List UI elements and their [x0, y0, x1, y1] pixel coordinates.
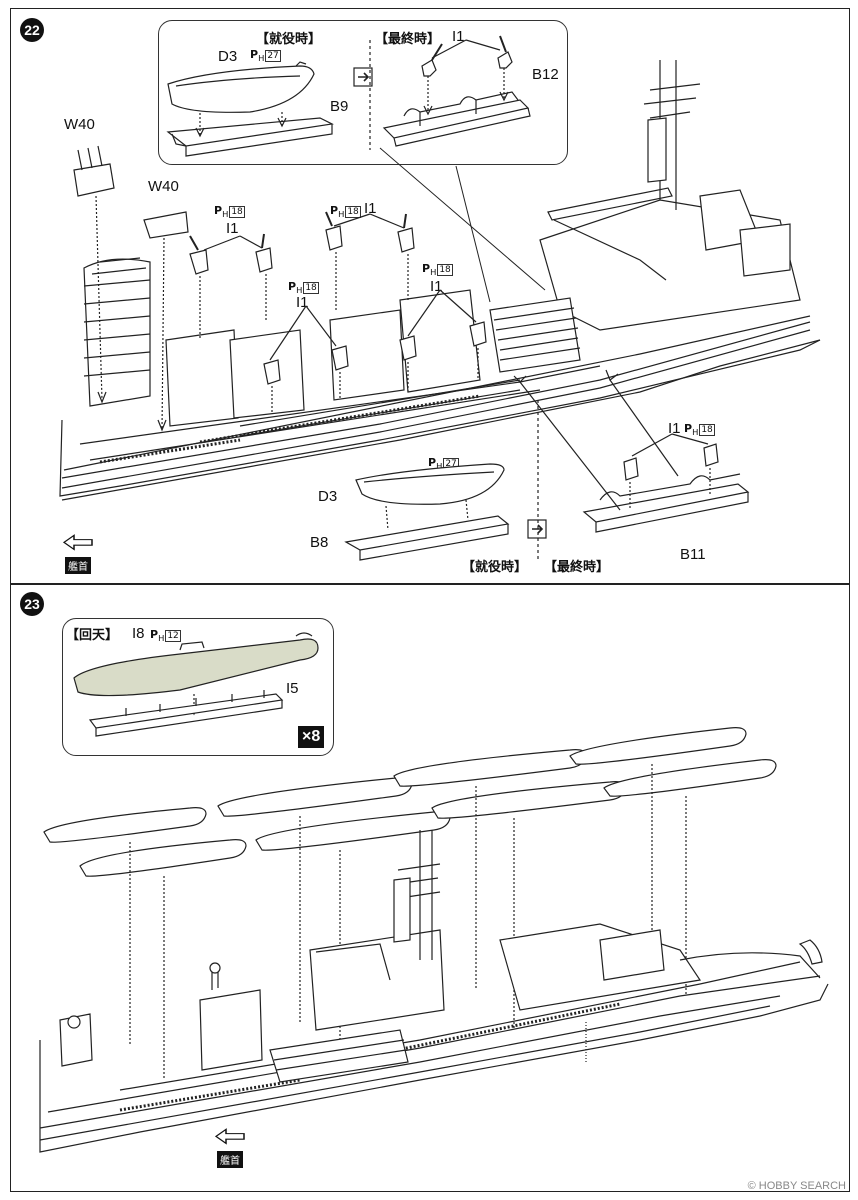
heading-commission-bottom: 【就役時】: [462, 560, 528, 575]
part-d3-bottom: D3: [318, 488, 338, 505]
inset-rack-b9: [166, 112, 334, 157]
switch-arrow-icon-bottom: [527, 519, 547, 539]
bow-label-23: 艦首: [217, 1151, 243, 1168]
inset-heading-commission: 【就役時】: [256, 32, 322, 47]
bow-indicator-23: 艦首: [212, 1128, 248, 1169]
w40-units: [73, 145, 189, 432]
step-22-number: 22: [20, 18, 44, 42]
inset-rack-b12: [382, 91, 531, 147]
part-b8: B8: [310, 534, 329, 551]
kaiten-i8: [73, 632, 319, 697]
bow-arrow-icon: [62, 534, 93, 551]
inset-guns-i1: [421, 35, 513, 116]
inset-part-b12: B12: [532, 66, 559, 83]
inset-heading-kaiten: 【回天】: [66, 628, 119, 643]
inset-boat-d3: [167, 61, 315, 113]
part-i8: I8: [132, 625, 145, 642]
kaiten-fleet: [43, 727, 777, 1080]
heading-final-bottom: 【最終時】: [544, 560, 610, 575]
bottom-rack-b8: [344, 515, 510, 561]
inset-part-i1: I1: [452, 28, 465, 45]
part-w40-left: W40: [64, 116, 95, 133]
inset-part-d3: D3: [218, 48, 238, 65]
ship-hull-22: [59, 60, 821, 501]
part-b11: B11: [680, 546, 706, 563]
bottom-rack-b11: [582, 433, 750, 533]
bow-indicator-22: 艦首: [60, 534, 96, 575]
rack-i5: [88, 690, 284, 737]
inset-heading-final: 【最終時】: [375, 32, 441, 47]
watermark: © HOBBY SEARCH: [747, 1180, 846, 1192]
inset-part-b9: B9: [330, 98, 349, 115]
guns-i1-step22: [189, 211, 487, 412]
bow-label-22: 艦首: [65, 557, 91, 574]
quantity-badge: ×8: [298, 726, 325, 748]
part-i5: I5: [286, 680, 299, 697]
step-23-number: 23: [20, 592, 44, 616]
ship-hull-23: [39, 830, 829, 1153]
bow-arrow-icon-23: [214, 1128, 245, 1145]
part-i1-b: I1: [364, 200, 377, 217]
bottom-boat-d3: [355, 463, 505, 531]
part-i1-e: I1: [668, 420, 681, 437]
part-w40-mid: W40: [148, 178, 179, 195]
switch-arrow-icon: [353, 67, 373, 87]
part-i1-a: I1: [226, 220, 239, 237]
